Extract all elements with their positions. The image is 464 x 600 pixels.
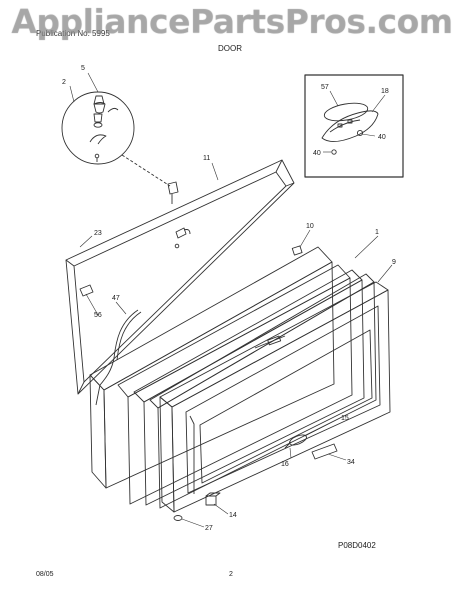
- latch-assembly: [284, 434, 338, 460]
- hinge-detail-callout: [61, 91, 179, 204]
- callout-15: 15: [341, 415, 349, 422]
- publication-label: Publication No: 5995: [36, 29, 110, 38]
- footer-date: 08/05: [36, 571, 54, 578]
- callout-11: 11: [203, 155, 210, 162]
- callout-23: 23: [94, 230, 102, 237]
- callout-47: 47: [112, 295, 120, 302]
- callout-1: 1: [375, 229, 379, 236]
- callout-27: 27: [205, 525, 213, 532]
- site-watermark: AppliancePartsPros.com: [11, 2, 453, 41]
- door-liner-stack: [89, 245, 377, 509]
- handle-inset-box: [304, 74, 404, 178]
- callout-40b: 40: [313, 150, 321, 157]
- hinge-parts: [173, 492, 221, 521]
- callout-labels: 5 2 11 57 18 40 40 23 10 1 9 47 56 15 16…: [62, 65, 396, 532]
- section-title: DOOR: [218, 44, 242, 53]
- callout-16: 16: [281, 461, 289, 468]
- diagram-reference-code: P08D0402: [338, 541, 376, 550]
- door-gasket: [159, 281, 391, 513]
- footer-page-number: 2: [229, 571, 233, 578]
- callout-10: 10: [306, 223, 314, 230]
- callout-14: 14: [229, 512, 237, 519]
- callout-40a: 40: [378, 134, 386, 141]
- callout-57: 57: [321, 84, 329, 91]
- callout-2: 2: [62, 79, 66, 86]
- callout-56: 56: [94, 312, 102, 319]
- callout-18: 18: [381, 88, 389, 95]
- outer-door-panel: [65, 159, 295, 406]
- callout-9: 9: [392, 259, 396, 266]
- callout-5: 5: [81, 65, 85, 72]
- callout-34: 34: [347, 459, 355, 466]
- leader-lines: [69, 72, 393, 528]
